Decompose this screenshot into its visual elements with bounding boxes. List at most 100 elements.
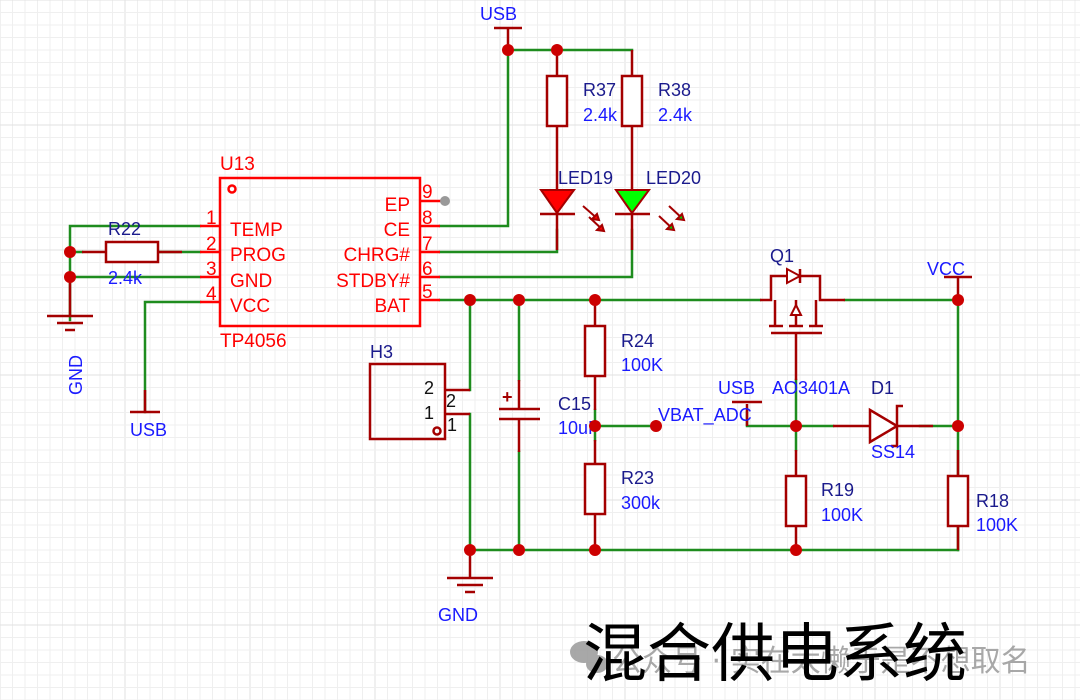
led-green-icon bbox=[614, 189, 651, 215]
junction-dot bbox=[513, 294, 525, 306]
pin-num: 1 bbox=[424, 403, 434, 423]
resistor-body[interactable] bbox=[104, 240, 160, 264]
header-body[interactable] bbox=[368, 362, 447, 441]
polarity-plus-icon: + bbox=[502, 387, 513, 407]
junction-dot bbox=[952, 420, 964, 432]
pin-name: PROG bbox=[230, 245, 286, 266]
net-label-usb: USB bbox=[718, 378, 755, 398]
resistor-designator: R24 bbox=[621, 331, 654, 351]
pin-num: 2 bbox=[206, 234, 217, 255]
junction-dot bbox=[513, 544, 525, 556]
pin-num: 4 bbox=[206, 284, 217, 305]
wire-usb-gate[interactable] bbox=[745, 410, 798, 428]
net-label-usb: USB bbox=[130, 420, 167, 440]
pin-num: 5 bbox=[422, 282, 433, 303]
resistor-value: 100K bbox=[976, 515, 1018, 535]
diode-cathode-bar bbox=[891, 404, 903, 448]
resistor-designator: R22 bbox=[108, 219, 141, 239]
light-emission-icon bbox=[582, 205, 606, 233]
gnd-symbol-left[interactable]: GND bbox=[47, 314, 93, 395]
capacitor-value: 10uF bbox=[558, 418, 599, 438]
pin-name: BAT bbox=[374, 296, 410, 317]
resistor-body[interactable] bbox=[583, 324, 607, 378]
junction-dot bbox=[790, 544, 802, 556]
junction-dot bbox=[551, 44, 563, 56]
no-connect-pin-icon bbox=[440, 196, 450, 206]
usb-port-left[interactable]: USB bbox=[130, 410, 167, 440]
vcc-port[interactable]: VCC bbox=[927, 259, 972, 279]
led-designator: LED20 bbox=[646, 168, 701, 188]
usb-port-top[interactable]: USB bbox=[480, 4, 522, 30]
pin-num: 3 bbox=[206, 259, 217, 280]
junctions bbox=[64, 44, 964, 556]
resistor-body[interactable] bbox=[784, 474, 808, 528]
pin-num: 8 bbox=[422, 208, 433, 229]
diode-designator: D1 bbox=[871, 378, 894, 398]
resistor-body[interactable] bbox=[583, 462, 607, 516]
usb-port-mid[interactable]: USB bbox=[718, 378, 762, 404]
resistor-r24[interactable]: R24 100K bbox=[583, 324, 663, 378]
gnd-symbol-bottom[interactable]: GND bbox=[438, 576, 493, 625]
resistor-body[interactable] bbox=[946, 474, 970, 528]
led-designator: LED19 bbox=[558, 168, 613, 188]
pin-name: VCC bbox=[230, 296, 270, 317]
wire-ce-usb[interactable] bbox=[438, 48, 510, 228]
pin-name: STDBY# bbox=[336, 271, 410, 292]
resistor-r38[interactable]: R38 2.4k bbox=[620, 74, 693, 128]
mosfet-designator: Q1 bbox=[770, 246, 794, 266]
led-19[interactable]: LED19 bbox=[539, 168, 613, 233]
resistor-designator: R23 bbox=[621, 468, 654, 488]
resistor-designator: R19 bbox=[821, 480, 854, 500]
resistor-r19[interactable]: R19 100K bbox=[784, 474, 863, 528]
resistor-body[interactable] bbox=[545, 74, 569, 128]
resistor-r22[interactable]: R22 2.4k bbox=[104, 219, 160, 288]
resistor-value: 100K bbox=[621, 355, 663, 375]
ic-u13[interactable]: U13 TP4056 1 2 3 4 TEMP PROG GND VCC 9 8… bbox=[200, 154, 450, 352]
resistor-value: 2.4k bbox=[108, 268, 143, 288]
pin1-marker-icon bbox=[227, 184, 237, 194]
resistor-r37[interactable]: R37 2.4k bbox=[545, 74, 618, 128]
mosfet-arrow-icon bbox=[789, 302, 803, 316]
diode-part: SS14 bbox=[871, 442, 915, 462]
resistor-body[interactable] bbox=[620, 74, 644, 128]
body-diode-icon bbox=[786, 267, 803, 285]
led-20[interactable]: LED20 bbox=[614, 168, 701, 232]
capacitor-designator: C15 bbox=[558, 394, 591, 414]
resistor-value: 300k bbox=[621, 493, 661, 513]
capacitor-c15[interactable]: + C15 10uF bbox=[499, 387, 599, 438]
pin-name: CHRG# bbox=[343, 245, 410, 266]
junction-dot bbox=[589, 544, 601, 556]
junction-dot bbox=[464, 544, 476, 556]
wechat-icon bbox=[570, 641, 608, 673]
resistor-designator: R38 bbox=[658, 80, 691, 100]
junction-dot bbox=[502, 44, 514, 56]
net-label-vcc: VCC bbox=[927, 259, 965, 279]
resistor-designator: R37 bbox=[583, 80, 616, 100]
wire-chrg-led19[interactable] bbox=[438, 228, 559, 254]
schematic-title: 混合供电系统 bbox=[583, 618, 967, 692]
resistor-r18[interactable]: R18 100K bbox=[946, 474, 1018, 535]
diode-d1[interactable]: D1 SS14 bbox=[868, 378, 915, 462]
pin-num: 6 bbox=[422, 259, 433, 280]
net-label-gnd: GND bbox=[438, 605, 478, 625]
wire-vcc-usb[interactable] bbox=[143, 300, 202, 414]
junction-dot bbox=[650, 420, 662, 432]
resistor-designator: R18 bbox=[976, 491, 1009, 511]
header-designator: H3 bbox=[370, 342, 393, 362]
resistor-r23[interactable]: R23 300k bbox=[583, 462, 661, 516]
pin-num: 7 bbox=[422, 234, 433, 255]
net-label-vbat-adc: VBAT_ADC bbox=[658, 405, 752, 426]
ic-part: TP4056 bbox=[220, 331, 287, 352]
header-h3[interactable]: H3 2 1 2 1 bbox=[368, 342, 470, 441]
pin-name: GND bbox=[230, 271, 272, 292]
schottky-diode-icon bbox=[868, 407, 900, 445]
pin-num: 1 bbox=[206, 208, 217, 229]
resistor-value: 100K bbox=[821, 505, 863, 525]
resistor-value: 2.4k bbox=[583, 105, 618, 125]
pin-num: 9 bbox=[422, 182, 433, 203]
mosfet-part: AO3401A bbox=[772, 378, 850, 398]
mosfet-q1[interactable]: Q1 AO3401A bbox=[760, 246, 850, 398]
